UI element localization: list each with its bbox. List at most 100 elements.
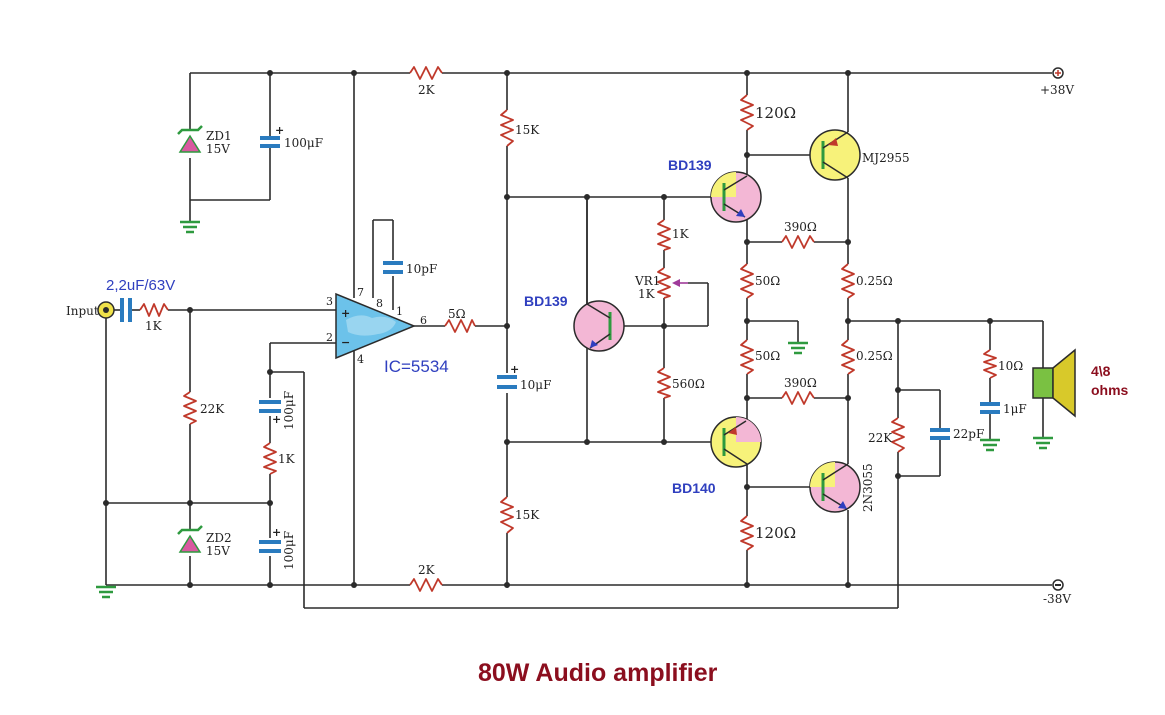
opamp-pin-7: 7 [357, 286, 364, 299]
opamp-pin-3: 3 [326, 295, 333, 308]
wires [105, 72, 1052, 609]
label-c-10u: 10μF [520, 378, 551, 392]
label-c-bot-100u: 100μF [282, 531, 296, 570]
resistor-390-bottom [781, 391, 815, 405]
capacitor-10pf [383, 261, 403, 274]
zener-zd2 [177, 525, 203, 553]
junction-dots [103, 70, 993, 588]
capacitor-22pf [930, 428, 950, 440]
capacitor-10u: + [497, 363, 519, 389]
resistor-120-bottom [740, 515, 754, 551]
ground-symbols [96, 220, 1053, 599]
ground-zobel [980, 438, 1000, 452]
label-r-120-bot: 120Ω [755, 524, 796, 542]
resistor-15k-bottom [500, 496, 514, 534]
label-r-5ohm: 5Ω [448, 307, 466, 321]
resistor-5ohm [444, 319, 476, 333]
ground-speaker [1033, 436, 1053, 450]
zener-zd1 [177, 125, 203, 153]
label-ic: IC=5534 [384, 357, 449, 376]
label-vr1-value: 1K [638, 287, 656, 301]
capacitors: + + + + [120, 124, 1000, 553]
resistor-2k-bottom [409, 578, 443, 592]
label-vr1-name: VR1 [634, 274, 660, 288]
capacitor-input [120, 298, 132, 322]
capacitor-100u-top: + [260, 124, 284, 152]
resistor-15k-top [500, 109, 514, 147]
svg-text:−: − [341, 336, 350, 349]
label-r-15k-top: 15K [515, 123, 540, 137]
capacitor-1uf [980, 402, 1000, 414]
resistor-1k-feedback [263, 442, 277, 475]
resistors [139, 66, 997, 592]
label-r-22k-fb: 22K [868, 431, 893, 445]
resistor-22k-input [183, 391, 197, 425]
label-r-120-top: 120Ω [755, 104, 796, 122]
input-jack[interactable] [97, 301, 115, 319]
label-c-top-100u: 100μF [284, 136, 323, 150]
transistor-bd139-bias [573, 197, 625, 352]
label-r-50-top: 50Ω [755, 274, 780, 288]
label-zd1-value: 15V [206, 142, 230, 156]
resistor-50-bottom [740, 339, 754, 375]
transistor-mj2955-output [809, 129, 861, 181]
opamp-pin-1: 1 [396, 305, 403, 318]
opamp-pin-2: 2 [326, 331, 333, 344]
resistor-025-bottom [841, 339, 855, 375]
label-c-22pf: 22pF [953, 427, 984, 441]
label-r-2k-top: 2K [418, 83, 436, 97]
resistor-1k-input [139, 303, 169, 317]
svg-text:+: + [272, 413, 281, 426]
trimmer-vr1 [657, 267, 671, 299]
label-c-10pf: 10pF [406, 262, 437, 276]
label-q-out-top: MJ2955 [862, 151, 910, 165]
label-q-bias: BD139 [524, 293, 568, 309]
label-r-1k-fb: 1K [278, 452, 296, 466]
opamp-pin-8: 8 [376, 297, 383, 310]
terminal-negative[interactable] [1052, 579, 1064, 591]
resistor-2k-top [409, 66, 443, 80]
svg-text:+: + [510, 363, 519, 376]
label-r-025-top: 0.25Ω [856, 274, 893, 288]
label-r-390-top: 390Ω [784, 220, 817, 234]
label-r-1k-input: 1K [145, 319, 163, 333]
opamp-pin-4: 4 [357, 353, 364, 366]
svg-text:+: + [272, 526, 281, 539]
label-r-15k-bot: 15K [515, 508, 540, 522]
capacitor-100u-feedback: + [259, 400, 281, 426]
diagram-title: 80W Audio amplifier [478, 659, 718, 687]
resistor-1k-bias [657, 219, 671, 251]
svg-text:+: + [341, 307, 350, 320]
terminal-positive[interactable] [1052, 67, 1064, 79]
label-r-560: 560Ω [672, 377, 705, 391]
label-c-1uf: 1μF [1003, 402, 1027, 416]
capacitor-100u-bottom: + [259, 526, 281, 553]
label-input: Input [66, 304, 99, 318]
label-zd1-name: ZD1 [206, 129, 232, 143]
label-r-50-bot: 50Ω [755, 349, 780, 363]
label-c-fb-100u: 100μF [282, 391, 296, 430]
label-speaker-impedance: 4\8 [1091, 363, 1111, 379]
label-q-out-bot: 2N3055 [861, 463, 875, 512]
label-speaker-ohms: ohms [1091, 382, 1129, 398]
ground-input [96, 585, 116, 599]
ground-zd1 [180, 220, 200, 234]
resistor-22k-feedback [891, 417, 905, 453]
label-r-025-bot: 0.25Ω [856, 349, 893, 363]
label-r-2k-bot: 2K [418, 563, 436, 577]
svg-text:+: + [275, 124, 284, 137]
label-r-1k-bias: 1K [672, 227, 690, 241]
label-zd2-value: 15V [206, 544, 230, 558]
label-positive-rail: +38V [1040, 83, 1074, 97]
resistor-025-top [841, 263, 855, 299]
vr1-wiper-arrow [672, 279, 688, 287]
opamp-pin-6: 6 [420, 314, 427, 327]
transistor-2n3055-output [809, 461, 861, 513]
resistor-120-top [740, 94, 754, 131]
opamp-ic: + − [335, 292, 416, 360]
labels: +38V -38V ZD1 15V ZD2 15V 100μF 10pF 100… [66, 83, 1129, 687]
label-q-driver-bot: BD140 [672, 480, 716, 496]
transistor-bd140-driver [710, 416, 762, 468]
ground-output-stage [788, 341, 808, 355]
